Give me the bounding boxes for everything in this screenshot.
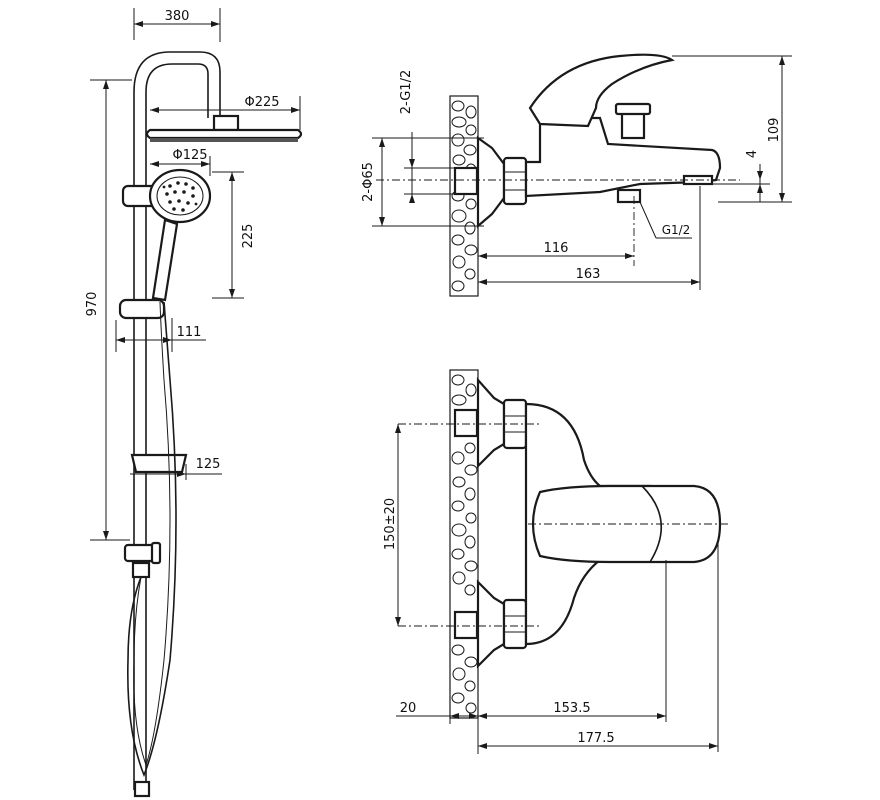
dim-height: 109 xyxy=(672,55,792,203)
hand-shower-nozzles xyxy=(162,181,198,212)
lever-handle xyxy=(528,53,675,128)
dim-width-label: 380 xyxy=(165,9,190,24)
dim-cover-diameter: 2-Φ65 xyxy=(361,137,484,227)
lower-hex-nut xyxy=(502,598,528,650)
shower-outlet xyxy=(616,188,642,204)
shower-hose-inner xyxy=(133,301,171,767)
hex-nut xyxy=(502,156,528,206)
dim-soap-dish-label: 125 xyxy=(196,457,221,472)
dim-total-height: 970 xyxy=(85,79,132,541)
diverter-knob xyxy=(150,541,162,565)
dim-outlet-thread: G1/2 xyxy=(639,201,692,239)
cover-plate xyxy=(476,135,506,229)
dim-holder-offset-label: 111 xyxy=(177,325,202,340)
dim-depth: 163 xyxy=(478,186,701,290)
dim-handshower-diameter-label: Φ125 xyxy=(172,148,207,163)
dim-centers: 150±20 xyxy=(383,424,401,626)
dim-outlet-offset-label: 4 xyxy=(745,150,760,158)
wall-stones-bottom xyxy=(451,374,478,714)
dim-outlet-offset: 4 xyxy=(712,150,770,202)
hose-connector xyxy=(131,561,151,579)
dim-outlet-distance: 116 xyxy=(477,226,634,290)
rain-shower-head xyxy=(145,128,303,140)
dim-soap-dish: 125 xyxy=(130,457,222,480)
dim-total-height-label: 970 xyxy=(85,292,100,317)
dim-cover-diameter-label: 2-Φ65 xyxy=(361,162,376,202)
dim-holder-offset: 111 xyxy=(115,318,206,352)
dim-depth-inner-label: 153.5 xyxy=(553,701,590,716)
hand-shower-head xyxy=(148,168,212,224)
lower-inlet xyxy=(453,610,479,640)
head-connector xyxy=(212,114,240,132)
dim-depth-total: 177.5 xyxy=(478,540,719,752)
dim-outlet-thread-label: G1/2 xyxy=(662,223,691,237)
dim-centers-label: 150±20 xyxy=(383,498,398,550)
dim-handshower-diameter: Φ125 xyxy=(150,148,211,176)
upper-cover-plate xyxy=(476,377,506,469)
dim-head-diameter-label: Φ225 xyxy=(244,95,279,110)
dim-inlet-thread-label: 2-G1/2 xyxy=(399,70,414,114)
hand-shower-face xyxy=(156,176,204,216)
hand-shower-handle xyxy=(151,218,179,302)
dim-wall-label: 20 xyxy=(400,701,417,716)
dim-width-380: 380 xyxy=(133,8,221,42)
shower-hose xyxy=(127,301,177,778)
diverter-cap xyxy=(614,102,652,116)
mixer-front-view: 150±20 20 153.5 177.5 xyxy=(383,369,728,754)
dim-depth-inner: 153.5 xyxy=(478,560,667,722)
dim-height-label: 109 xyxy=(767,118,782,143)
upper-inlet xyxy=(453,408,479,438)
dim-handshower-height: 225 xyxy=(212,171,256,299)
dim-inlet-thread: 2-G1/2 xyxy=(399,70,456,203)
shower-column-view: 380 Φ225 Φ125 225 970 xyxy=(85,8,303,798)
dim-outlet-distance-label: 116 xyxy=(544,241,569,256)
lower-cover-plate xyxy=(476,579,506,669)
inlet-pipe xyxy=(453,166,479,196)
mixer-body xyxy=(524,116,722,198)
dim-wall: 20 xyxy=(396,701,479,754)
dim-depth-label: 163 xyxy=(576,267,601,282)
dim-depth-total-label: 177.5 xyxy=(577,731,614,746)
head-texture xyxy=(150,138,298,142)
mixer-side-view: 2-G1/2 2-Φ65 109 4 G1/2 xyxy=(361,53,792,297)
lever-inner-curve xyxy=(641,485,662,563)
lower-holder xyxy=(118,298,166,320)
wall-stones-top xyxy=(451,100,478,292)
soap-dish xyxy=(130,453,188,474)
shower-arm xyxy=(133,51,221,118)
dim-handshower-height-label: 225 xyxy=(241,224,256,249)
bottom-nut xyxy=(133,780,151,798)
dim-head-diameter: Φ225 xyxy=(150,95,301,130)
